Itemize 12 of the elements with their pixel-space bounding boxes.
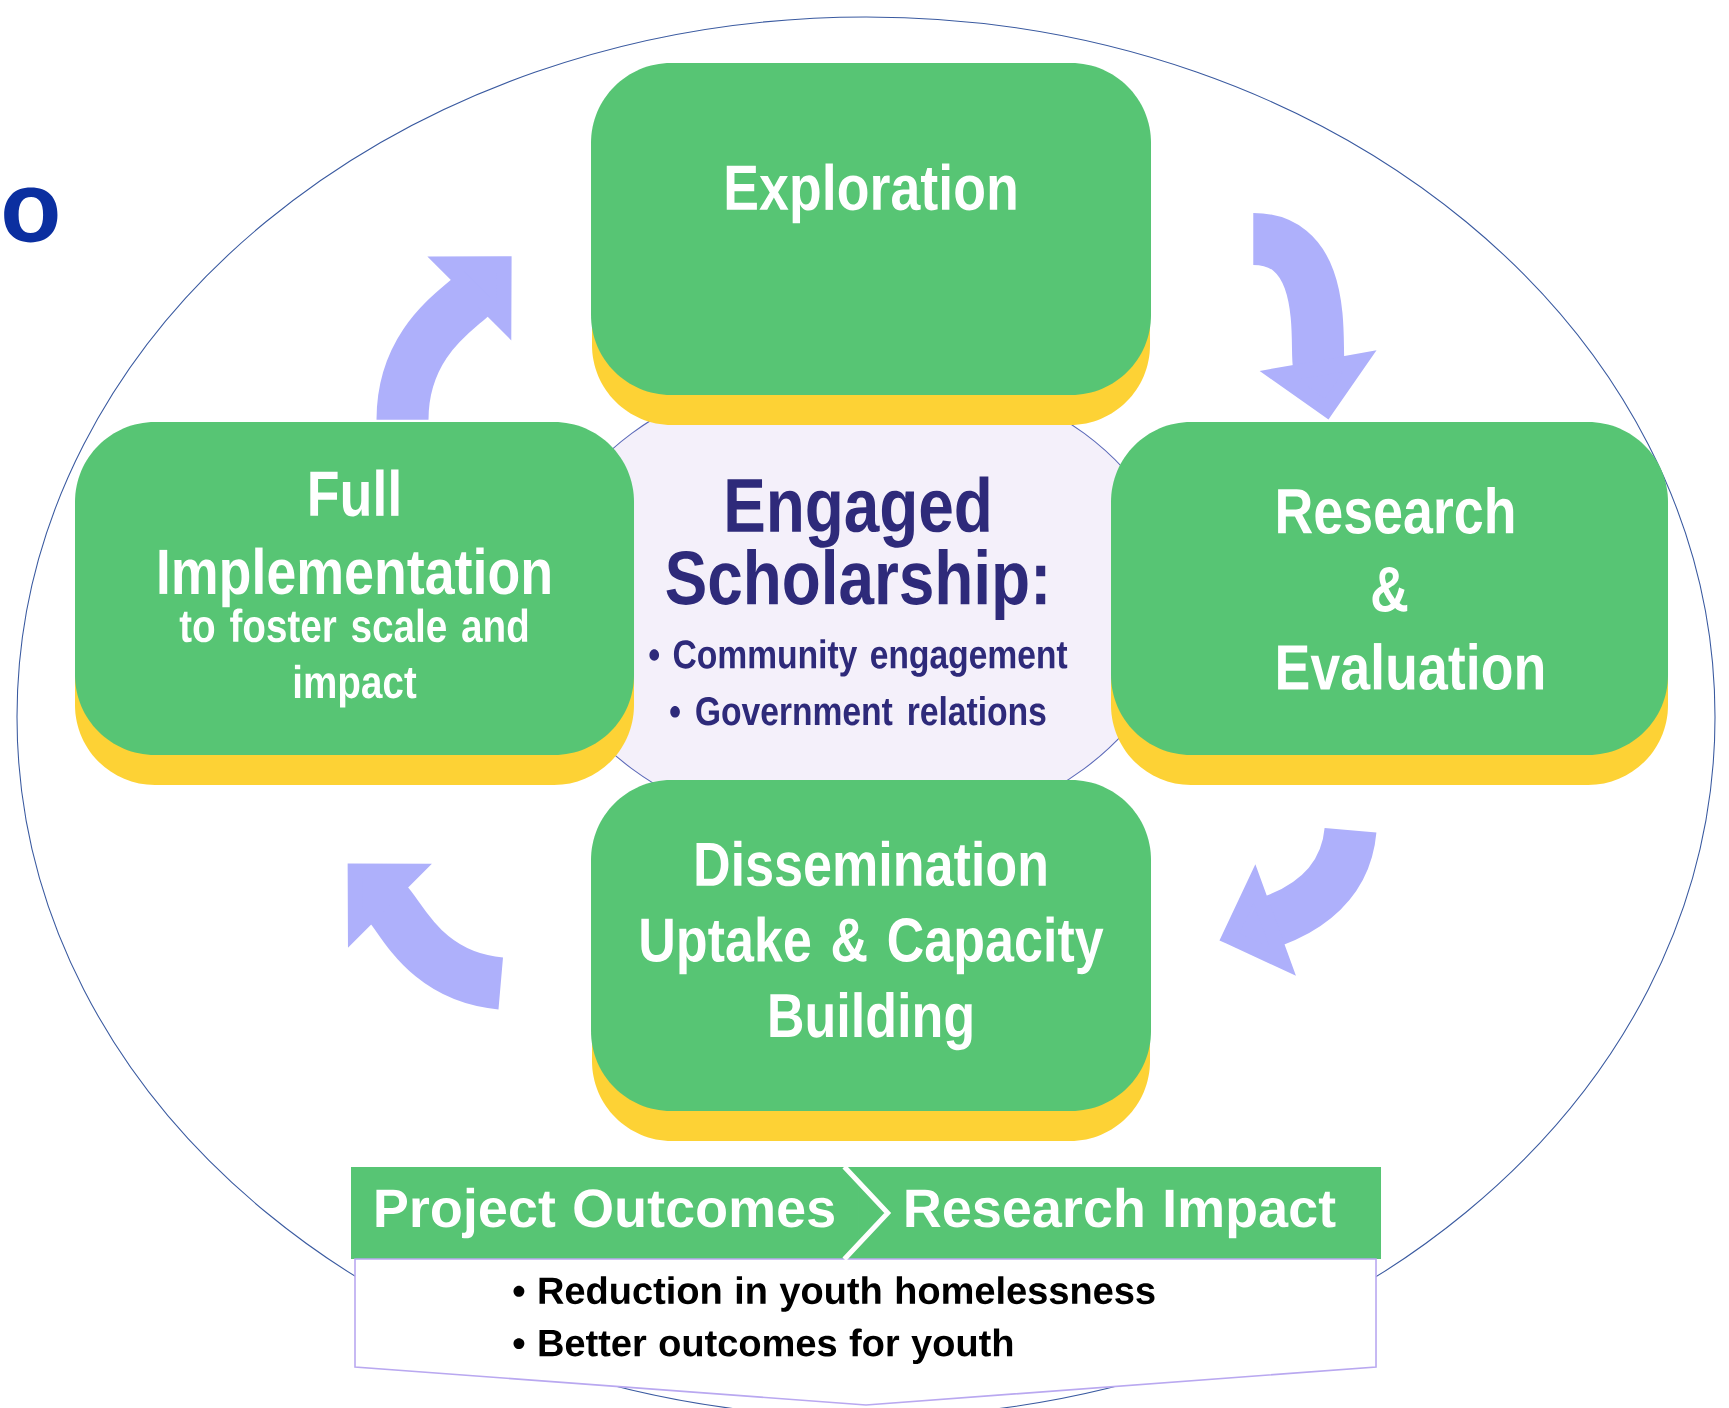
process-box: Full Implementation to foster scale and impact [75,422,634,785]
chevron [842,1165,892,1261]
curved-arrow [347,863,505,1010]
banner-segment: Research Impact [858,1167,1381,1259]
process-box: Research & Evaluation [1111,422,1668,785]
banner-segment: Project Outcomes [351,1167,858,1259]
process-box: Dissemination Uptake & Capacity Building [591,780,1151,1141]
process-box: Exploration [591,63,1151,425]
node-label: Research Impact [906,1187,1336,1239]
title-fragment: o [4,187,58,243]
node-label: Project Outcomes [376,1187,834,1239]
outcome-panel: • Reduction in youth homelessness • Better outcomes for youth [354,1258,1377,1406]
